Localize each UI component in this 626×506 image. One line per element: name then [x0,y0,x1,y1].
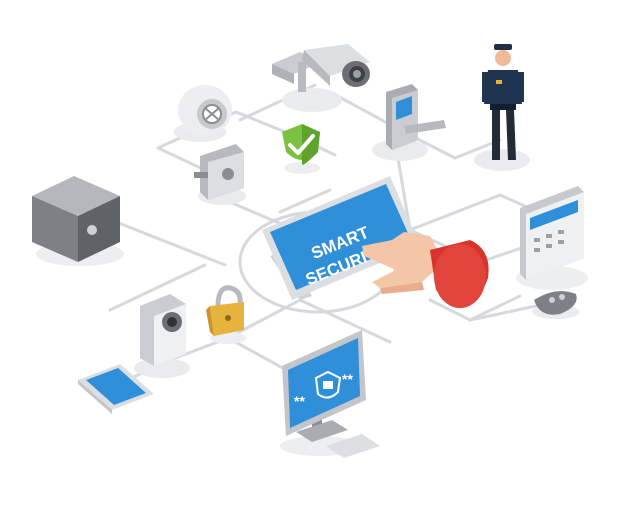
cctv-camera-icon [272,44,370,112]
safe-icon [32,176,124,266]
smartphone-icon [78,364,154,414]
monitor-right-mask: ** [342,371,353,387]
pointing-hand-icon [362,232,489,308]
fingerprint-door-lock-icon [372,84,446,161]
monitor-left-mask: ** [294,393,305,409]
padlock-icon [206,285,246,344]
desktop-monitor-icon: ** ** [280,330,380,458]
webcam-icon [134,294,190,378]
door-lock-icon [194,144,246,205]
security-guard-icon [474,44,530,171]
alarm-keypad-icon [516,186,588,290]
car-key-fob-icon [532,291,580,319]
smoke-detector-icon [174,85,232,142]
shield-check-icon [282,124,320,174]
